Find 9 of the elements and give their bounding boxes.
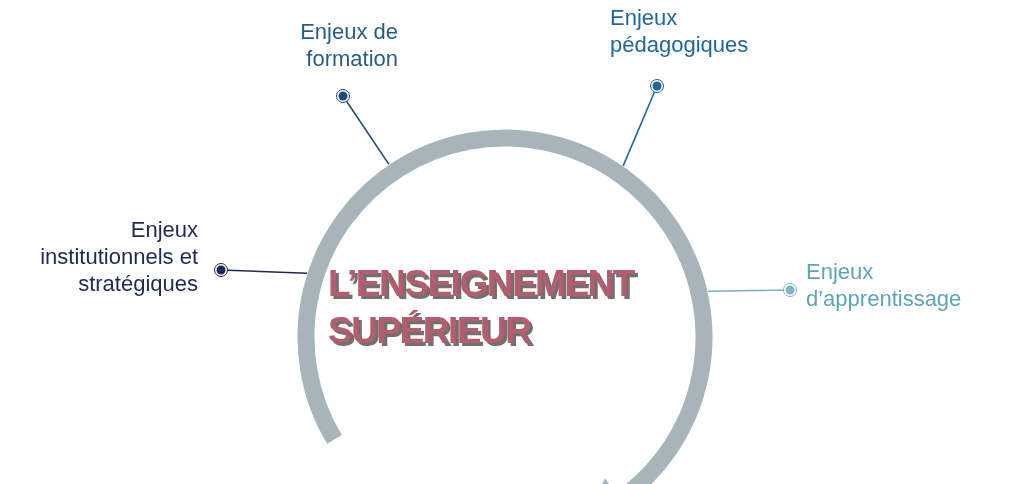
topic-label: Enjeux d’apprentissage: [806, 258, 1016, 312]
leader-line: [707, 283, 797, 297]
central-title: L’ENSEIGNEMENT SUPÉRIEUR: [328, 262, 636, 353]
leader-line: [336, 89, 390, 166]
leader-line: [622, 79, 664, 167]
topic-label: Enjeux pédagogiques: [610, 4, 800, 58]
topic-label: Enjeux de formation: [240, 18, 398, 72]
topic-label: Enjeux institutionnels et stratégiques: [36, 216, 198, 297]
leader-line: [214, 263, 308, 277]
